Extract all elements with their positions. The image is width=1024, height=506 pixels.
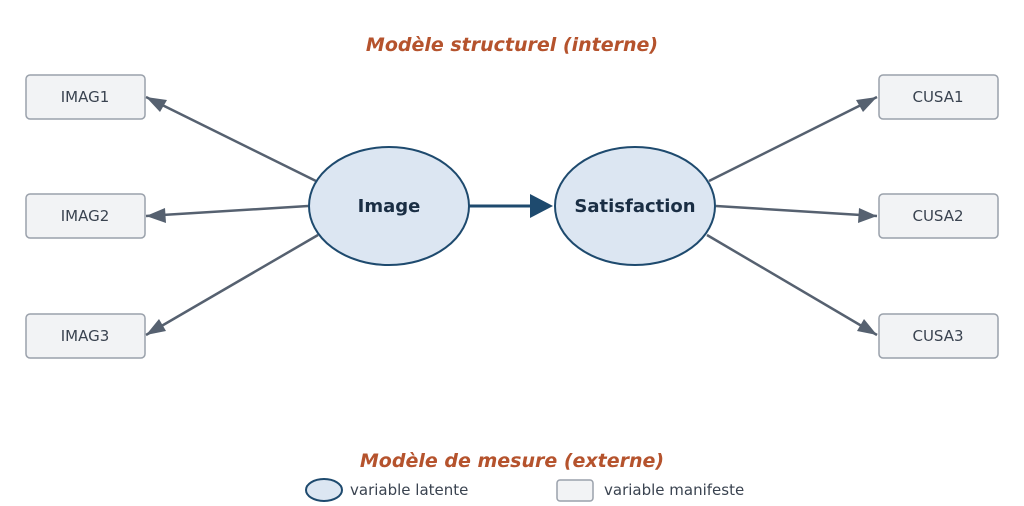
arrow-image-imag1 bbox=[145, 95, 317, 183]
latent-image-label: Image bbox=[358, 196, 421, 217]
manifest-cusa1-box bbox=[878, 74, 999, 120]
arrow-satisfaction-cusa2 bbox=[715, 204, 878, 218]
arrowhead-cusa3 bbox=[857, 319, 877, 335]
manifest-imag2: IMAG2 bbox=[25, 193, 146, 239]
manifest-cusa1-label: CUSA1 bbox=[912, 88, 963, 106]
manifest-imag3-label: IMAG3 bbox=[61, 327, 110, 345]
latent-satisfaction: Satisfaction bbox=[554, 146, 716, 266]
legend-manifest-label: variable manifeste bbox=[604, 481, 744, 499]
arrow-image-imag3 bbox=[145, 233, 319, 337]
manifest-imag1: IMAG1 bbox=[25, 74, 146, 120]
arrowhead-imag1 bbox=[146, 97, 167, 112]
latent-satisfaction-label: Satisfaction bbox=[574, 196, 695, 217]
latent-image-ellipse bbox=[308, 146, 470, 266]
manifest-imag1-box bbox=[25, 74, 146, 120]
legend-latent-label: variable latente bbox=[350, 481, 468, 499]
manifest-imag2-label: IMAG2 bbox=[61, 207, 110, 225]
arrow-image-imag2 bbox=[145, 204, 309, 218]
manifest-cusa3: CUSA3 bbox=[878, 313, 999, 359]
structural-arrowhead bbox=[530, 194, 553, 218]
manifest-cusa2-label: CUSA2 bbox=[912, 207, 963, 225]
manifest-cusa2-box bbox=[878, 193, 999, 239]
manifest-imag3: IMAG3 bbox=[25, 313, 146, 359]
manifest-imag2-box bbox=[25, 193, 146, 239]
manifest-cusa1: CUSA1 bbox=[878, 74, 999, 120]
latent-satisfaction-ellipse bbox=[554, 146, 716, 266]
legend-manifest-swatch bbox=[556, 479, 594, 502]
arrow-satisfaction-cusa3 bbox=[706, 233, 878, 337]
latent-image: Image bbox=[308, 146, 470, 266]
manifest-imag3-box bbox=[25, 313, 146, 359]
arrowhead-imag2 bbox=[146, 208, 166, 223]
structural-model-title: Modèle structurel (interne) bbox=[366, 34, 658, 56]
manifest-imag1-label: IMAG1 bbox=[61, 88, 110, 106]
manifest-cusa2: CUSA2 bbox=[878, 193, 999, 239]
arrow-satisfaction-cusa1 bbox=[708, 95, 878, 183]
legend: variable latente variable manifeste bbox=[305, 478, 744, 502]
manifest-cusa3-label: CUSA3 bbox=[912, 327, 963, 345]
manifest-cusa3-box bbox=[878, 313, 999, 359]
measurement-model-title: Modèle de mesure (externe) bbox=[360, 450, 664, 472]
arrowhead-cusa1 bbox=[856, 97, 877, 112]
legend-latent-swatch bbox=[305, 478, 343, 502]
arrowhead-cusa2 bbox=[858, 208, 877, 223]
arrowhead-imag3 bbox=[146, 319, 166, 335]
